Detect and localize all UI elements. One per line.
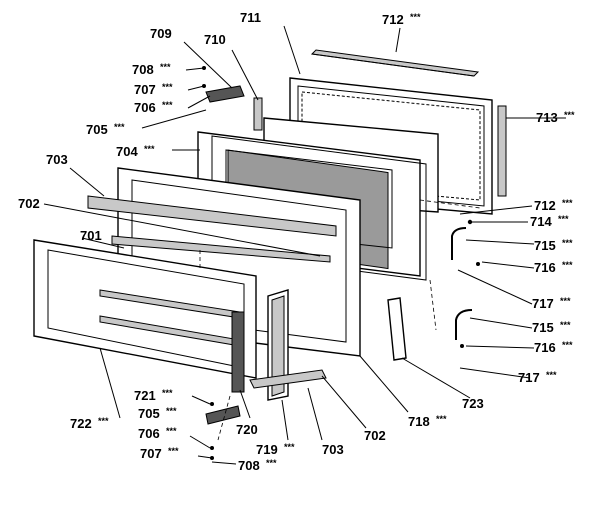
part-723-side-strip bbox=[387, 297, 407, 361]
label-714-stars: *** bbox=[558, 214, 569, 224]
label-712-top-stars: *** bbox=[410, 12, 421, 22]
label-716-bottom-stars: *** bbox=[562, 340, 573, 350]
label-711: 711 bbox=[240, 10, 261, 25]
label-713-stars: *** bbox=[564, 110, 575, 120]
part-709-hinge-bracket bbox=[205, 85, 263, 131]
label-704: 704 bbox=[116, 144, 138, 159]
part-713-side-strip bbox=[497, 105, 507, 197]
label-703-left: 703 bbox=[46, 152, 68, 167]
part-720-handle-strip bbox=[231, 311, 245, 393]
label-701: 701 bbox=[80, 228, 102, 243]
label-707-bottom: 707 bbox=[140, 446, 162, 461]
label-715-top: 715 bbox=[534, 238, 556, 253]
label-718: 718 bbox=[408, 414, 430, 429]
label-705-bottom: 705 bbox=[138, 406, 160, 421]
label-713: 713 bbox=[536, 110, 558, 125]
label-717-bottom: 717 bbox=[518, 370, 540, 385]
part-715-hinge-lower bbox=[455, 309, 473, 340]
label-714: 714 bbox=[530, 214, 552, 229]
label-712-right-stars: *** bbox=[562, 198, 573, 208]
label-702-left: 702 bbox=[18, 196, 40, 211]
label-717-bottom-stars: *** bbox=[546, 370, 557, 380]
label-710: 710 bbox=[204, 32, 226, 47]
label-715-bottom-stars: *** bbox=[560, 320, 571, 330]
label-720: 720 bbox=[236, 422, 258, 437]
label-706-top: 706 bbox=[134, 100, 156, 115]
label-717-top-stars: *** bbox=[560, 296, 571, 306]
label-702-bottom: 702 bbox=[364, 428, 386, 443]
label-707-top: 707 bbox=[134, 82, 156, 97]
label-722: 722 bbox=[70, 416, 92, 431]
label-717-top: 717 bbox=[532, 296, 554, 311]
part-715-hinge-upper bbox=[451, 227, 467, 260]
label-716-top: 716 bbox=[534, 260, 556, 275]
screws bbox=[202, 66, 480, 460]
label-705-top: 705 bbox=[86, 122, 108, 137]
label-716-top-stars: *** bbox=[562, 260, 573, 270]
label-709: 709 bbox=[150, 26, 172, 41]
part-722-outer-frame bbox=[33, 239, 257, 379]
label-722-stars: *** bbox=[98, 416, 109, 426]
label-705-top-stars: *** bbox=[114, 122, 125, 132]
label-707-top-stars: *** bbox=[162, 82, 173, 92]
label-721-stars: *** bbox=[162, 388, 173, 398]
part-705-bottom-bracket bbox=[205, 405, 241, 425]
label-715-top-stars: *** bbox=[562, 238, 573, 248]
part-712-top-trim bbox=[310, 49, 480, 77]
label-721: 721 bbox=[134, 388, 156, 403]
label-707-bottom-stars: *** bbox=[168, 446, 179, 456]
label-703-bottom: 703 bbox=[322, 442, 344, 457]
label-705-bottom-stars: *** bbox=[166, 406, 177, 416]
label-706-bottom-stars: *** bbox=[166, 426, 177, 436]
part-719-handle bbox=[267, 289, 289, 401]
label-706-bottom: 706 bbox=[138, 426, 160, 441]
label-708-top: 708 bbox=[132, 62, 154, 77]
label-712-right: 712 bbox=[534, 198, 556, 213]
label-704-stars: *** bbox=[144, 144, 155, 154]
label-718-stars: *** bbox=[436, 414, 447, 424]
label-712-top: 712 bbox=[382, 12, 404, 27]
callout-labels: 711 712 *** 709 710 708 *** 707 *** 706 … bbox=[18, 10, 575, 473]
label-719: 719 bbox=[256, 442, 278, 457]
label-716-bottom: 716 bbox=[534, 340, 556, 355]
label-708-bottom: 708 bbox=[238, 458, 260, 473]
label-723: 723 bbox=[462, 396, 484, 411]
part-703-bottom-trim bbox=[249, 369, 327, 389]
leader-lines bbox=[43, 25, 566, 465]
label-708-top-stars: *** bbox=[160, 62, 171, 72]
label-719-stars: *** bbox=[284, 442, 295, 452]
label-715-bottom: 715 bbox=[532, 320, 554, 335]
label-706-top-stars: *** bbox=[162, 100, 173, 110]
label-708-bottom-stars: *** bbox=[266, 458, 277, 468]
assembly-lines bbox=[199, 199, 481, 441]
